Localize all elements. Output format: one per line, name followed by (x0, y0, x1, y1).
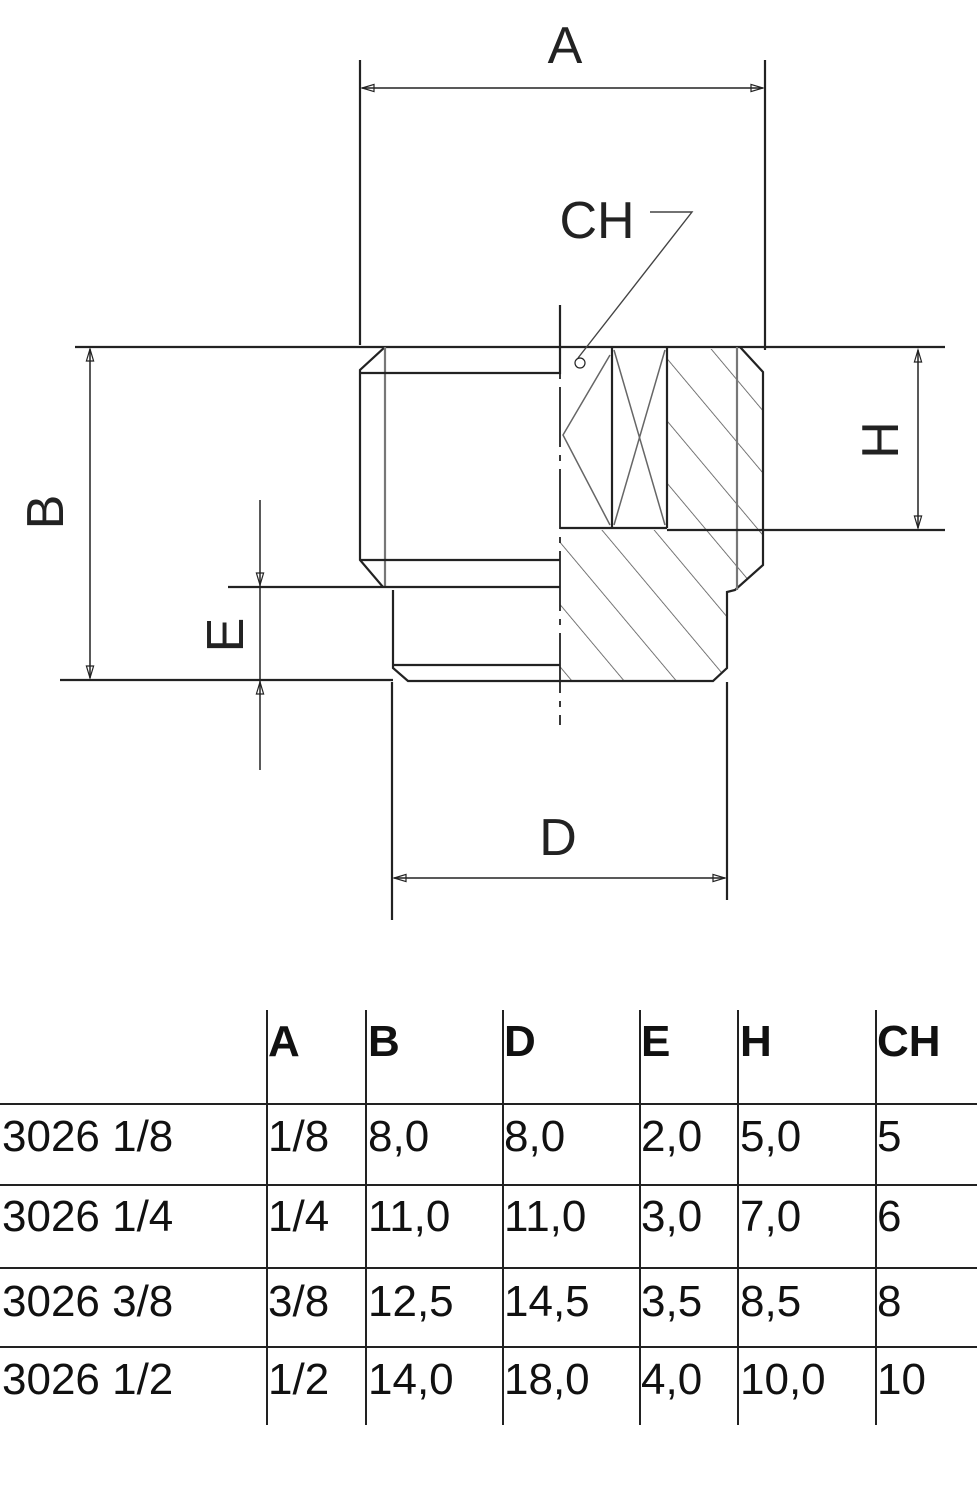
row-divider (0, 1103, 977, 1105)
column-divider (266, 1010, 268, 1425)
row-divider (0, 1346, 977, 1348)
table-cell: 1/8 (268, 1112, 330, 1161)
label-E: E (197, 618, 255, 653)
row-label: 3026 1/4 (2, 1192, 174, 1241)
column-header: B (368, 1017, 400, 1066)
column-divider (639, 1010, 641, 1425)
label-B: B (17, 495, 75, 530)
table-cell: 1/4 (268, 1192, 330, 1241)
table-cell: 8,5 (740, 1277, 802, 1326)
label-D: D (539, 809, 577, 867)
table-cell: 3,5 (641, 1277, 703, 1326)
column-header: H (740, 1017, 772, 1066)
row-divider (0, 1184, 977, 1186)
ch-marker-icon (574, 357, 586, 369)
table-cell: 4,0 (641, 1355, 703, 1404)
table-cell: 10 (877, 1355, 926, 1404)
table-cell: 8,0 (368, 1112, 430, 1161)
table-cell: 10,0 (740, 1355, 826, 1404)
table-cell: 7,0 (740, 1192, 802, 1241)
column-header: CH (877, 1017, 941, 1066)
column-header: D (504, 1017, 536, 1066)
row-label: 3026 1/2 (2, 1355, 174, 1404)
table-cell: 18,0 (504, 1355, 590, 1404)
label-A: A (548, 17, 583, 75)
table-cell: 1/2 (268, 1355, 330, 1404)
row-label: 3026 1/8 (2, 1112, 174, 1161)
column-header: E (641, 1017, 671, 1066)
table-cell: 11,0 (504, 1192, 587, 1241)
column-divider (737, 1010, 739, 1425)
table-cell: 3,0 (641, 1192, 703, 1241)
table-cell: 14,0 (368, 1355, 454, 1404)
table-cell: 12,5 (368, 1277, 454, 1326)
row-divider (0, 1267, 977, 1269)
table-cell: 5 (877, 1112, 902, 1161)
table-cell: 8 (877, 1277, 902, 1326)
table-cell: 2,0 (641, 1112, 703, 1161)
label-CH: CH (559, 192, 634, 250)
table-cell: 11,0 (368, 1192, 451, 1241)
row-label: 3026 3/8 (2, 1277, 174, 1326)
table-cell: 6 (877, 1192, 902, 1241)
column-divider (502, 1010, 504, 1425)
column-divider (365, 1010, 367, 1425)
label-H: H (852, 421, 910, 459)
table-cell: 5,0 (740, 1112, 802, 1161)
table-cell: 8,0 (504, 1112, 566, 1161)
column-divider (875, 1010, 877, 1425)
column-header: A (268, 1017, 300, 1066)
technical-drawing: A CH D B E H (17, 17, 945, 920)
table-cell: 3/8 (268, 1277, 330, 1326)
table-cell: 14,5 (504, 1277, 590, 1326)
